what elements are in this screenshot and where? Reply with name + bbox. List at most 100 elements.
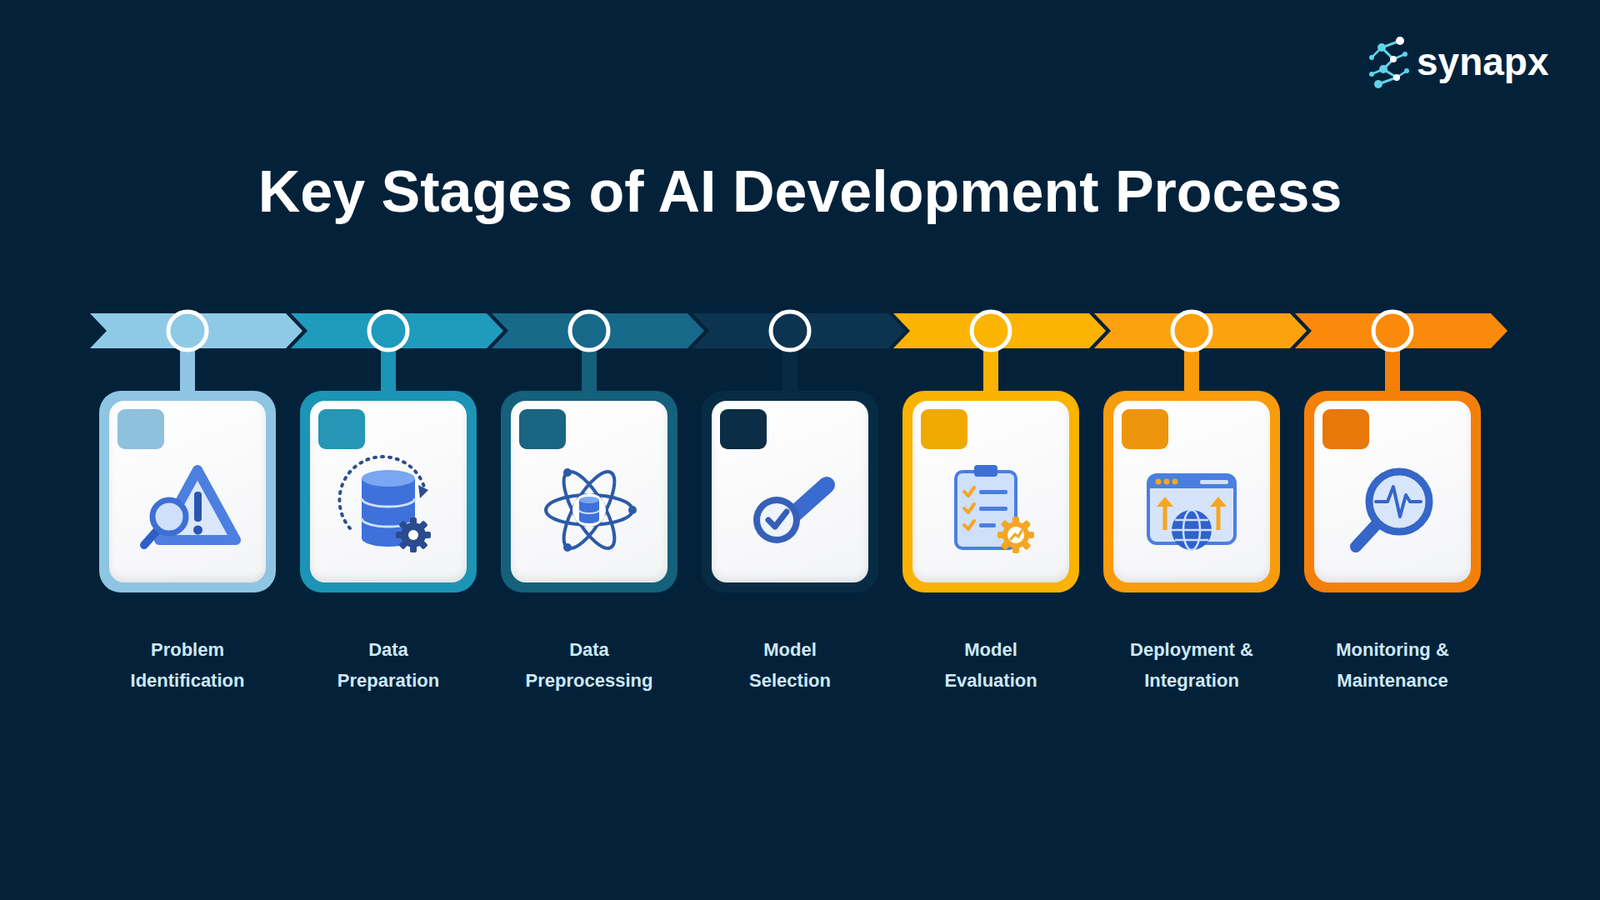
atom-icon xyxy=(563,543,572,552)
deployment-icon xyxy=(1156,496,1174,507)
atom-icon xyxy=(545,465,637,555)
deployment-icon xyxy=(1200,480,1229,485)
stage-label: Model Evaluation xyxy=(924,634,1058,696)
logo-icon xyxy=(1369,71,1375,77)
logo-icon xyxy=(1379,65,1388,74)
stage-label: Data Preprocessing xyxy=(522,634,656,696)
stage-marker xyxy=(570,311,609,350)
selection-icon xyxy=(753,496,800,544)
stage-marker xyxy=(1172,311,1211,350)
deployment-icon xyxy=(1171,510,1212,550)
stage-marker xyxy=(168,311,207,350)
stage-marker xyxy=(369,311,408,350)
stage-label: Deployment & Integration xyxy=(1125,634,1259,696)
deployment-icon xyxy=(1163,503,1168,530)
database-icon xyxy=(398,520,428,550)
logo-icon xyxy=(1369,36,1410,89)
card-tab xyxy=(117,409,165,450)
evaluation-icon xyxy=(955,465,1035,554)
card-frame xyxy=(701,390,879,593)
deployment-icon xyxy=(1171,520,1212,540)
stage-marker xyxy=(770,311,810,350)
card-tab xyxy=(1322,409,1370,450)
atom-icon xyxy=(554,465,624,555)
evaluation-icon xyxy=(1010,530,1022,540)
evaluation-icon xyxy=(979,506,1008,511)
evaluation-icon xyxy=(1000,520,1032,551)
deployment-icon xyxy=(1210,496,1227,507)
stage-label: Data Preparation xyxy=(321,634,455,696)
database-icon xyxy=(361,478,415,539)
warning-icon xyxy=(193,525,203,535)
stage-marker xyxy=(1373,311,1412,350)
database-icon xyxy=(361,530,415,547)
database-icon xyxy=(398,520,428,550)
atom-icon xyxy=(579,496,600,504)
evaluation-icon xyxy=(964,487,975,530)
database-icon xyxy=(361,498,415,527)
warning-icon xyxy=(194,491,202,522)
card-face xyxy=(310,400,467,583)
selection-icon xyxy=(760,503,794,537)
card-face xyxy=(1314,400,1471,583)
warning-icon xyxy=(159,470,236,540)
card-face xyxy=(510,400,668,583)
evaluation-icon xyxy=(1007,526,1025,544)
logo-icon xyxy=(1395,36,1405,45)
atom-icon xyxy=(545,495,633,525)
database-icon xyxy=(395,531,431,539)
deployment-icon xyxy=(1148,475,1235,489)
atom-icon xyxy=(563,468,572,477)
evaluation-icon xyxy=(1002,521,1030,549)
logo-icon xyxy=(1390,55,1397,63)
monitoring-icon xyxy=(1355,471,1430,547)
card-tab xyxy=(318,409,365,450)
stage-card: Data Preprocessing xyxy=(489,390,690,696)
selection-icon xyxy=(768,511,787,527)
stage-card: Monitoring & Maintenance xyxy=(1292,390,1493,696)
card-frame xyxy=(902,390,1080,593)
card-frame xyxy=(1103,390,1280,593)
deployment-icon xyxy=(1155,479,1162,485)
logo-icon xyxy=(1378,40,1400,85)
deployment-icon xyxy=(1148,475,1235,550)
evaluation-icon xyxy=(1000,520,1032,551)
evaluation-icon xyxy=(974,465,998,477)
card-face xyxy=(1113,400,1270,583)
database-icon xyxy=(410,517,417,553)
monitoring-icon xyxy=(1369,471,1430,532)
warning-icon xyxy=(144,470,236,545)
stage-marker xyxy=(971,311,1010,350)
database-icon xyxy=(400,522,426,548)
database-icon xyxy=(361,470,415,487)
evaluation-icon xyxy=(955,471,1016,549)
stage-label: Model Selection xyxy=(723,634,857,696)
atom-icon xyxy=(628,505,637,515)
stage-card: Model Evaluation xyxy=(890,390,1091,696)
diagram-title: Key Stages of AI Development Process xyxy=(0,154,1600,230)
card-frame xyxy=(300,390,477,593)
card-tab xyxy=(720,409,767,450)
warning-icon xyxy=(152,500,186,534)
stage-marker xyxy=(168,311,1412,350)
logo-icon xyxy=(1371,47,1407,78)
logo-icon xyxy=(1374,80,1383,89)
deployment-icon xyxy=(1183,510,1200,550)
selection-icon xyxy=(753,485,827,544)
logo-icon xyxy=(1377,43,1386,52)
atom-icon xyxy=(572,493,606,527)
stage-label: Problem Identification xyxy=(120,634,255,696)
card-face xyxy=(912,400,1070,583)
card-face xyxy=(711,400,869,583)
database-icon xyxy=(418,485,429,499)
card-frame xyxy=(99,390,276,593)
atom-icon xyxy=(554,465,624,555)
atom-icon xyxy=(579,510,600,514)
logo-icon xyxy=(1404,68,1410,74)
card-tab xyxy=(519,409,566,450)
atom-icon xyxy=(579,500,600,520)
stage-card: Data Preparation xyxy=(288,390,489,696)
database-icon xyxy=(339,456,425,529)
